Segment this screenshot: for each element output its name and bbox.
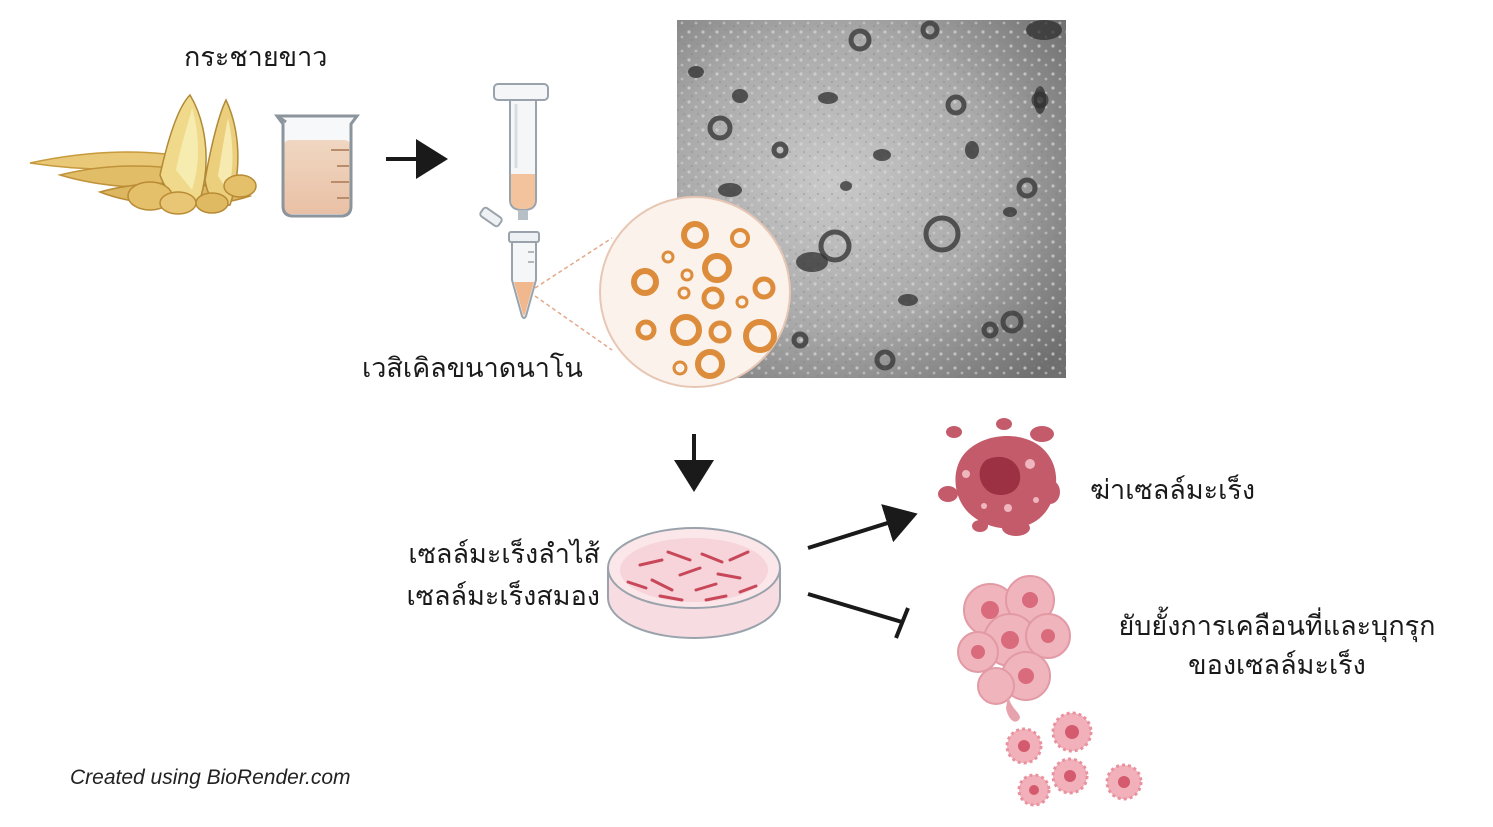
inhibit-symbol [807,592,910,639]
credit-text: Created using BioRender.com [70,766,351,789]
ginger-label: กระชายขาว [184,42,328,73]
beaker-icon [274,114,360,218]
filter-column-icon [493,83,549,220]
process-arrow [807,504,918,550]
zoom-line-bottom [534,295,613,351]
ginger-root-icon [29,93,257,215]
dying-cell-icon [938,418,1060,536]
migrating-cell-icon [1005,711,1143,807]
vesicle-zoom-icon [599,196,791,388]
petri-dish-icon [607,527,781,639]
microtube-icon [479,206,540,319]
cancer-cells-label-2: เซลล์มะเร็งสมอง [406,581,600,612]
zoom-line-top [534,237,613,289]
kill-label: ฆ่าเซลล์มะเร็ง [1090,475,1256,506]
cell-cluster-icon [957,575,1071,722]
nanovesicle-label: เวสิเคิลขนาดนาโน [362,353,583,384]
cancer-cells-label-1: เซลล์มะเร็งลำไส้ [408,539,600,570]
inhibit-label-2: ของเซลล์มะเร็ง [1188,650,1366,681]
inhibit-label-1: ยับยั้งการเคลือนที่และบุกรุก [1118,611,1436,642]
